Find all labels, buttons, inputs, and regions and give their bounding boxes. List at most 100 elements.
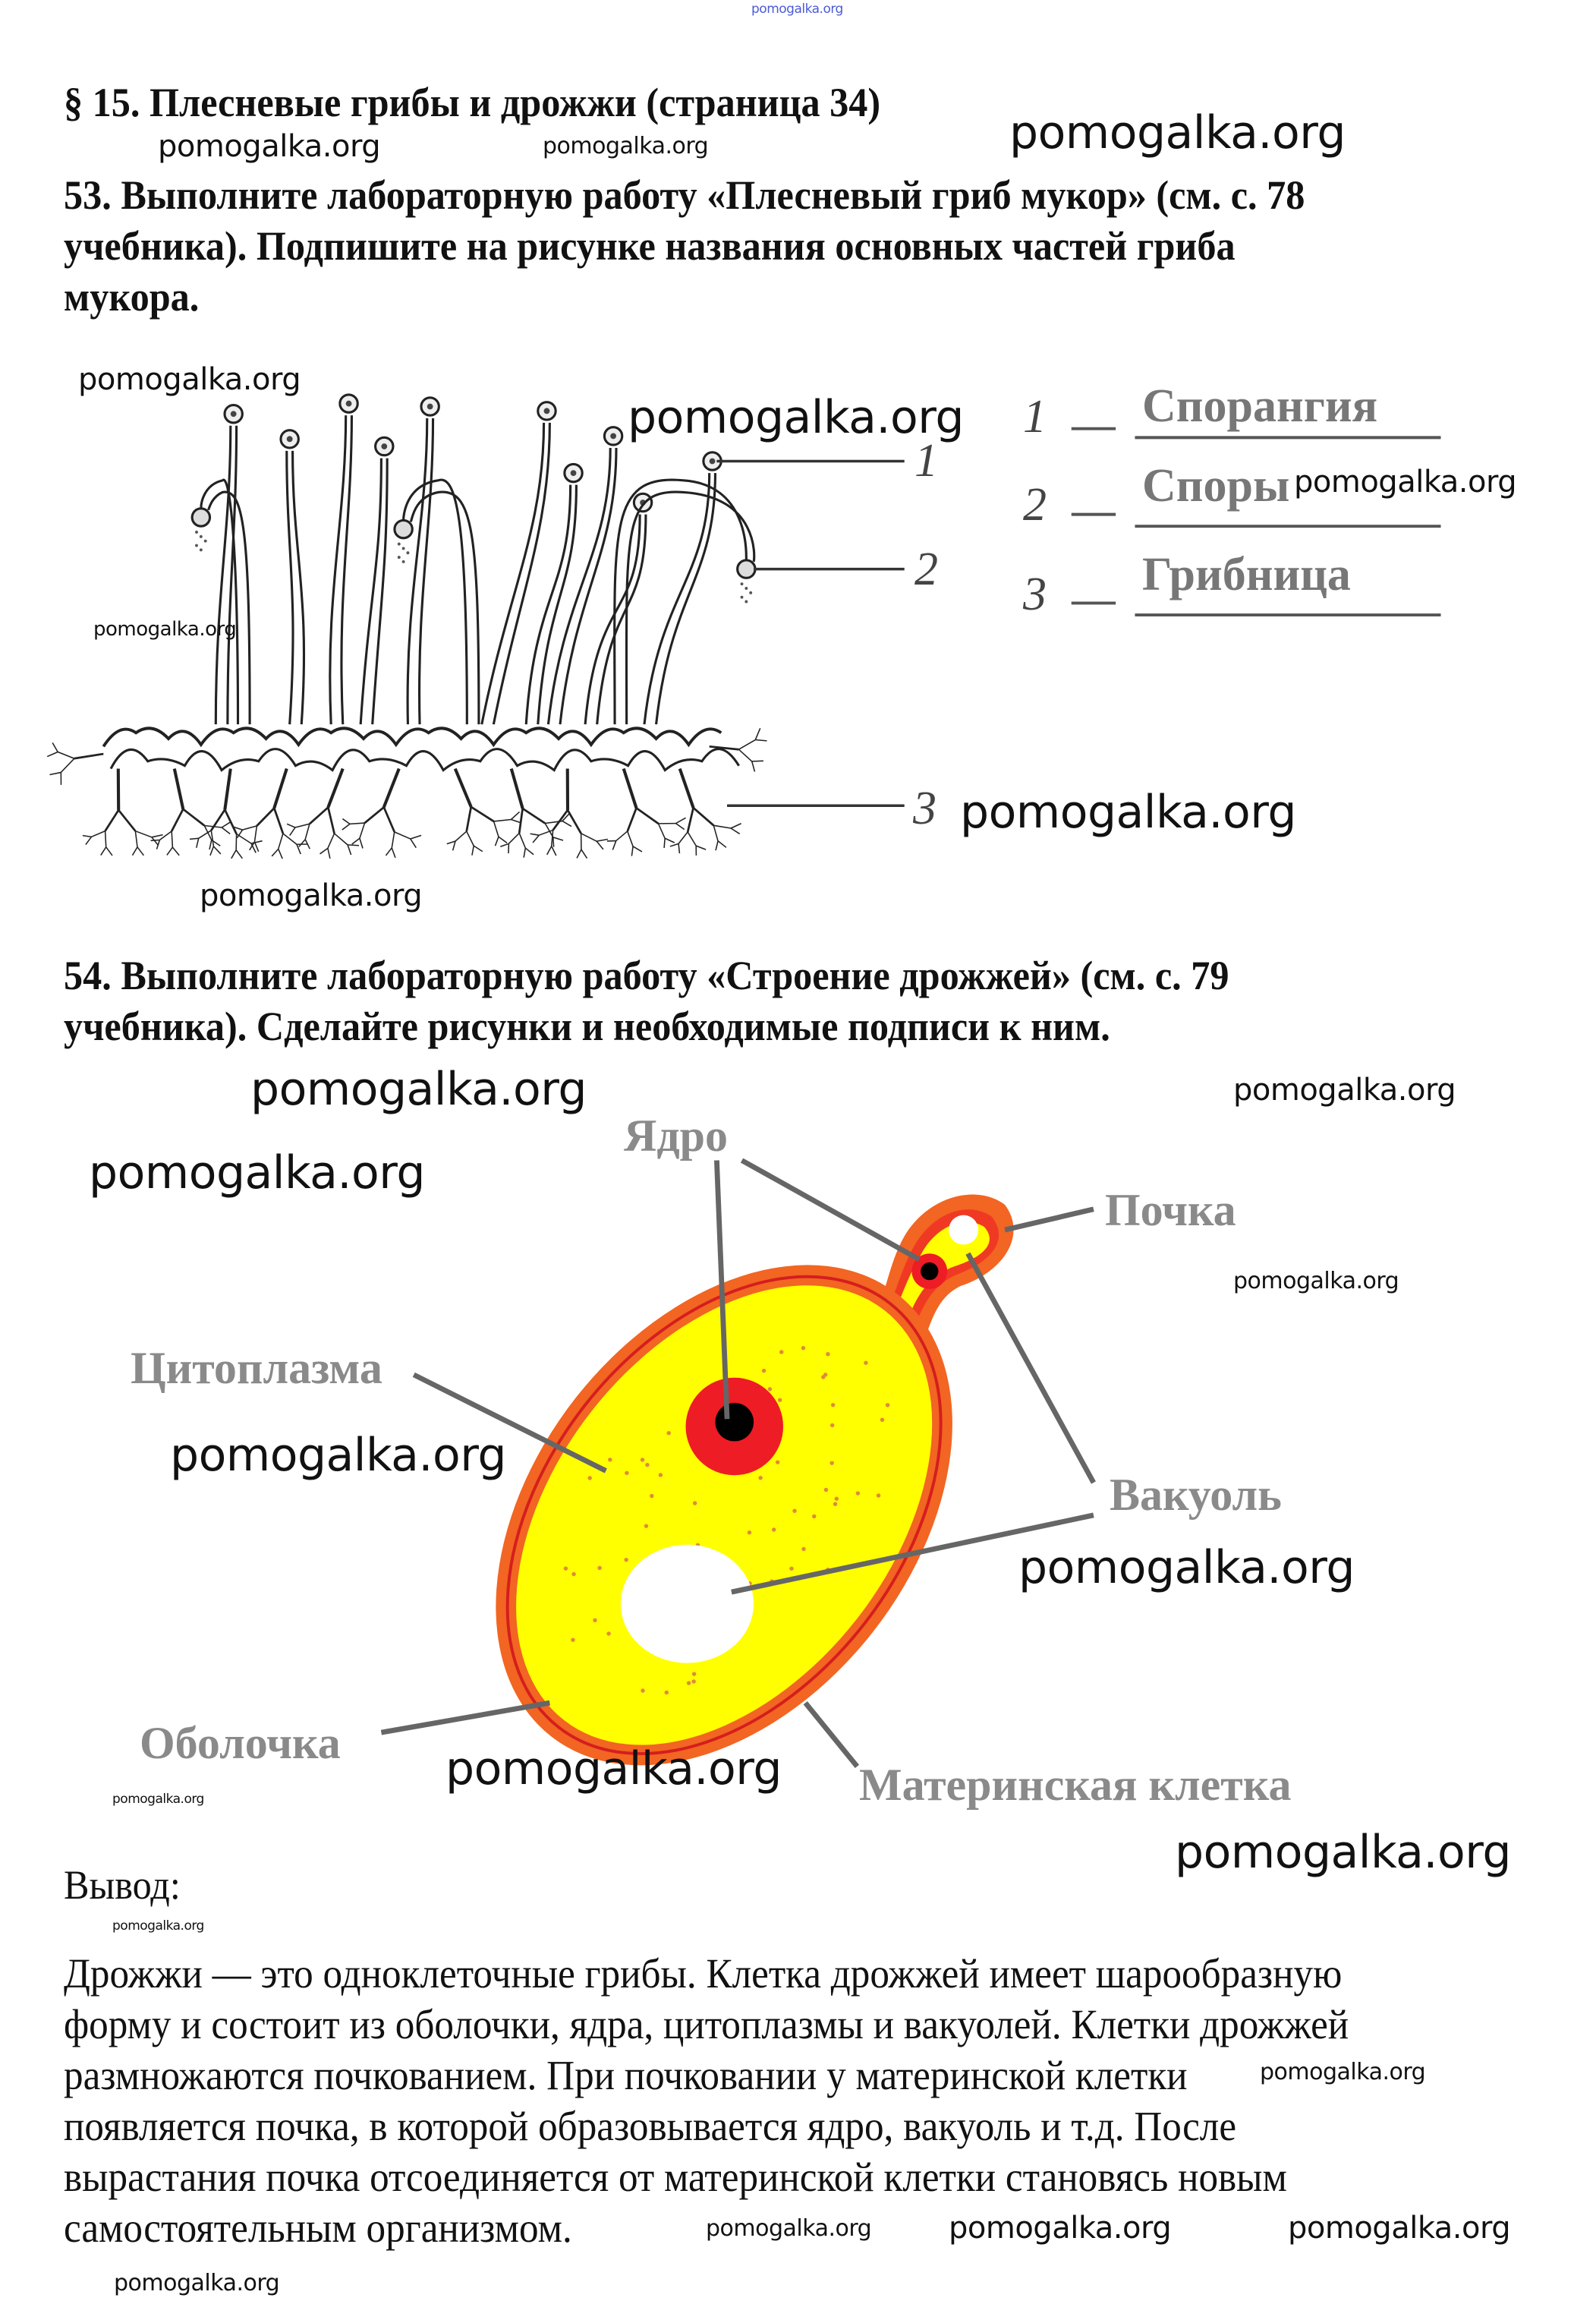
sporangiophore [524, 484, 572, 725]
question-53: 53. Выполните лабораторную работу «Плесн… [64, 170, 1305, 323]
cytoplasm-granule [747, 1530, 752, 1535]
cytoplasm-granule [686, 1681, 691, 1685]
sporangiophore [406, 418, 429, 725]
rhizoid [172, 768, 185, 810]
cytoplasm-granule [829, 1423, 835, 1428]
rhizoid [272, 768, 288, 809]
sporangiophore [546, 447, 612, 725]
spore [740, 595, 744, 599]
yeast-drawing [380, 1158, 1096, 1769]
cytoplasm-granule [692, 1501, 697, 1505]
figure-number-3: 3 [913, 783, 937, 834]
label-cytoplasm: Цитоплазма [131, 1343, 382, 1393]
sporangium [736, 559, 757, 579]
spore [749, 591, 753, 594]
cytoplasm-granule [792, 1508, 797, 1513]
rhizoid [678, 768, 695, 808]
conclusion-line: появляется почка, в которой образовывает… [64, 2103, 1237, 2149]
conclusion-line: самостоятельным организмом. [64, 2205, 572, 2251]
cytoplasm-granule [624, 1557, 628, 1562]
cytoplasm-granule [777, 1398, 782, 1402]
watermark: pomogalka.org [1233, 1073, 1456, 1108]
rhizoid [509, 768, 524, 809]
watermark: pomogalka.org [751, 2, 843, 17]
sporangiophore [359, 458, 382, 725]
cytoplasm-granule [608, 1458, 612, 1462]
answer-number: 3 [1023, 569, 1047, 620]
watermark: pomogalka.org [200, 878, 423, 913]
mycelium [102, 727, 722, 748]
watermark: pomogalka.org [114, 2270, 280, 2296]
cytoplasm-granule [880, 1417, 885, 1422]
watermark: pomogalka.org [158, 129, 381, 164]
watermark: pomogalka.org [93, 618, 237, 641]
spore [199, 534, 203, 538]
watermark: pomogalka.org [706, 2215, 872, 2242]
cytoplasm-granule [641, 1688, 645, 1693]
watermark: pomogalka.org [112, 1792, 204, 1807]
watermark: pomogalka.org [445, 1742, 782, 1795]
figure-number-1: 1 [914, 435, 938, 487]
conclusion-line: Дрожжи — это одноклеточные грибы. Клетка… [64, 1950, 1343, 1997]
cytoplasm-granule [812, 1514, 817, 1519]
vacuole [620, 1544, 754, 1663]
cytoplasm-granule [761, 1368, 767, 1373]
watermark: pomogalka.org [1294, 465, 1517, 500]
cytoplasm-granule [645, 1462, 650, 1467]
spore [401, 547, 405, 550]
watermark: pomogalka.org [543, 133, 709, 159]
watermark: pomogalka.org [949, 2211, 1172, 2246]
spore [740, 582, 744, 586]
question-line: 53. Выполните лабораторную работу «Плесн… [64, 172, 1305, 218]
spore [744, 587, 748, 590]
cytoplasm-granule [779, 1350, 784, 1354]
conclusion-line: вырастания почка отсоединяется от матери… [64, 2154, 1287, 2200]
spore [195, 531, 198, 534]
cytoplasm-granule [833, 1502, 838, 1506]
cytoplasm-granule [571, 1571, 576, 1577]
answer-underlines [1071, 427, 1441, 616]
cytoplasm-granule [664, 1690, 669, 1695]
cytoplasm [516, 1285, 933, 1745]
sporangiophore [584, 514, 641, 725]
cytoplasm-granule [691, 1672, 697, 1676]
sporangiophore [402, 478, 468, 725]
label-nucleus: Ядро [624, 1111, 729, 1161]
cytoplasm-granule [658, 1473, 663, 1477]
question-54: 54. Выполните лабораторную работу «Строе… [64, 950, 1229, 1052]
sporangiophore [480, 422, 546, 725]
cytoplasm-granule [775, 1460, 780, 1464]
cytoplasm-granule [606, 1631, 611, 1636]
spore [744, 600, 748, 604]
watermark: pomogalka.org [628, 391, 964, 444]
cytoplasm-granule [789, 1566, 794, 1571]
rhizoid [453, 768, 473, 808]
sporangiophore [613, 478, 748, 725]
watermark: pomogalka.org [89, 1146, 425, 1199]
spore [401, 559, 405, 563]
cytoplasm-granule [771, 1527, 776, 1532]
label-membrane: Оболочка [140, 1718, 341, 1768]
rhizoid [382, 768, 401, 808]
spore [397, 542, 401, 546]
cytoplasm-granule [801, 1546, 806, 1552]
cytoplasm-granule [823, 1487, 829, 1492]
watermark: pomogalka.org [1175, 1826, 1511, 1879]
cytoplasm-granule [625, 1470, 629, 1476]
label-bud: Почка [1105, 1185, 1236, 1235]
sporangiophore [285, 450, 294, 725]
cytoplasm-granule [593, 1618, 597, 1623]
cytoplasm-granule [767, 1387, 773, 1392]
mucor-drawing [46, 393, 767, 859]
rhizoid [326, 768, 345, 808]
watermark: pomogalka.org [250, 1063, 587, 1116]
cytoplasm-granule [666, 1430, 671, 1436]
cytoplasm-granule [758, 1476, 763, 1480]
spore [199, 548, 203, 552]
conclusion-line: размножаются почкованием. При почковании… [64, 2052, 1188, 2098]
answer-sporangium: Спорангия [1142, 380, 1378, 432]
cytoplasm-granule [801, 1346, 806, 1351]
conclusion-heading: Вывод: [64, 1862, 181, 1908]
section-title: § 15. Плесневые грибы и дрожжи (страница… [64, 80, 881, 125]
